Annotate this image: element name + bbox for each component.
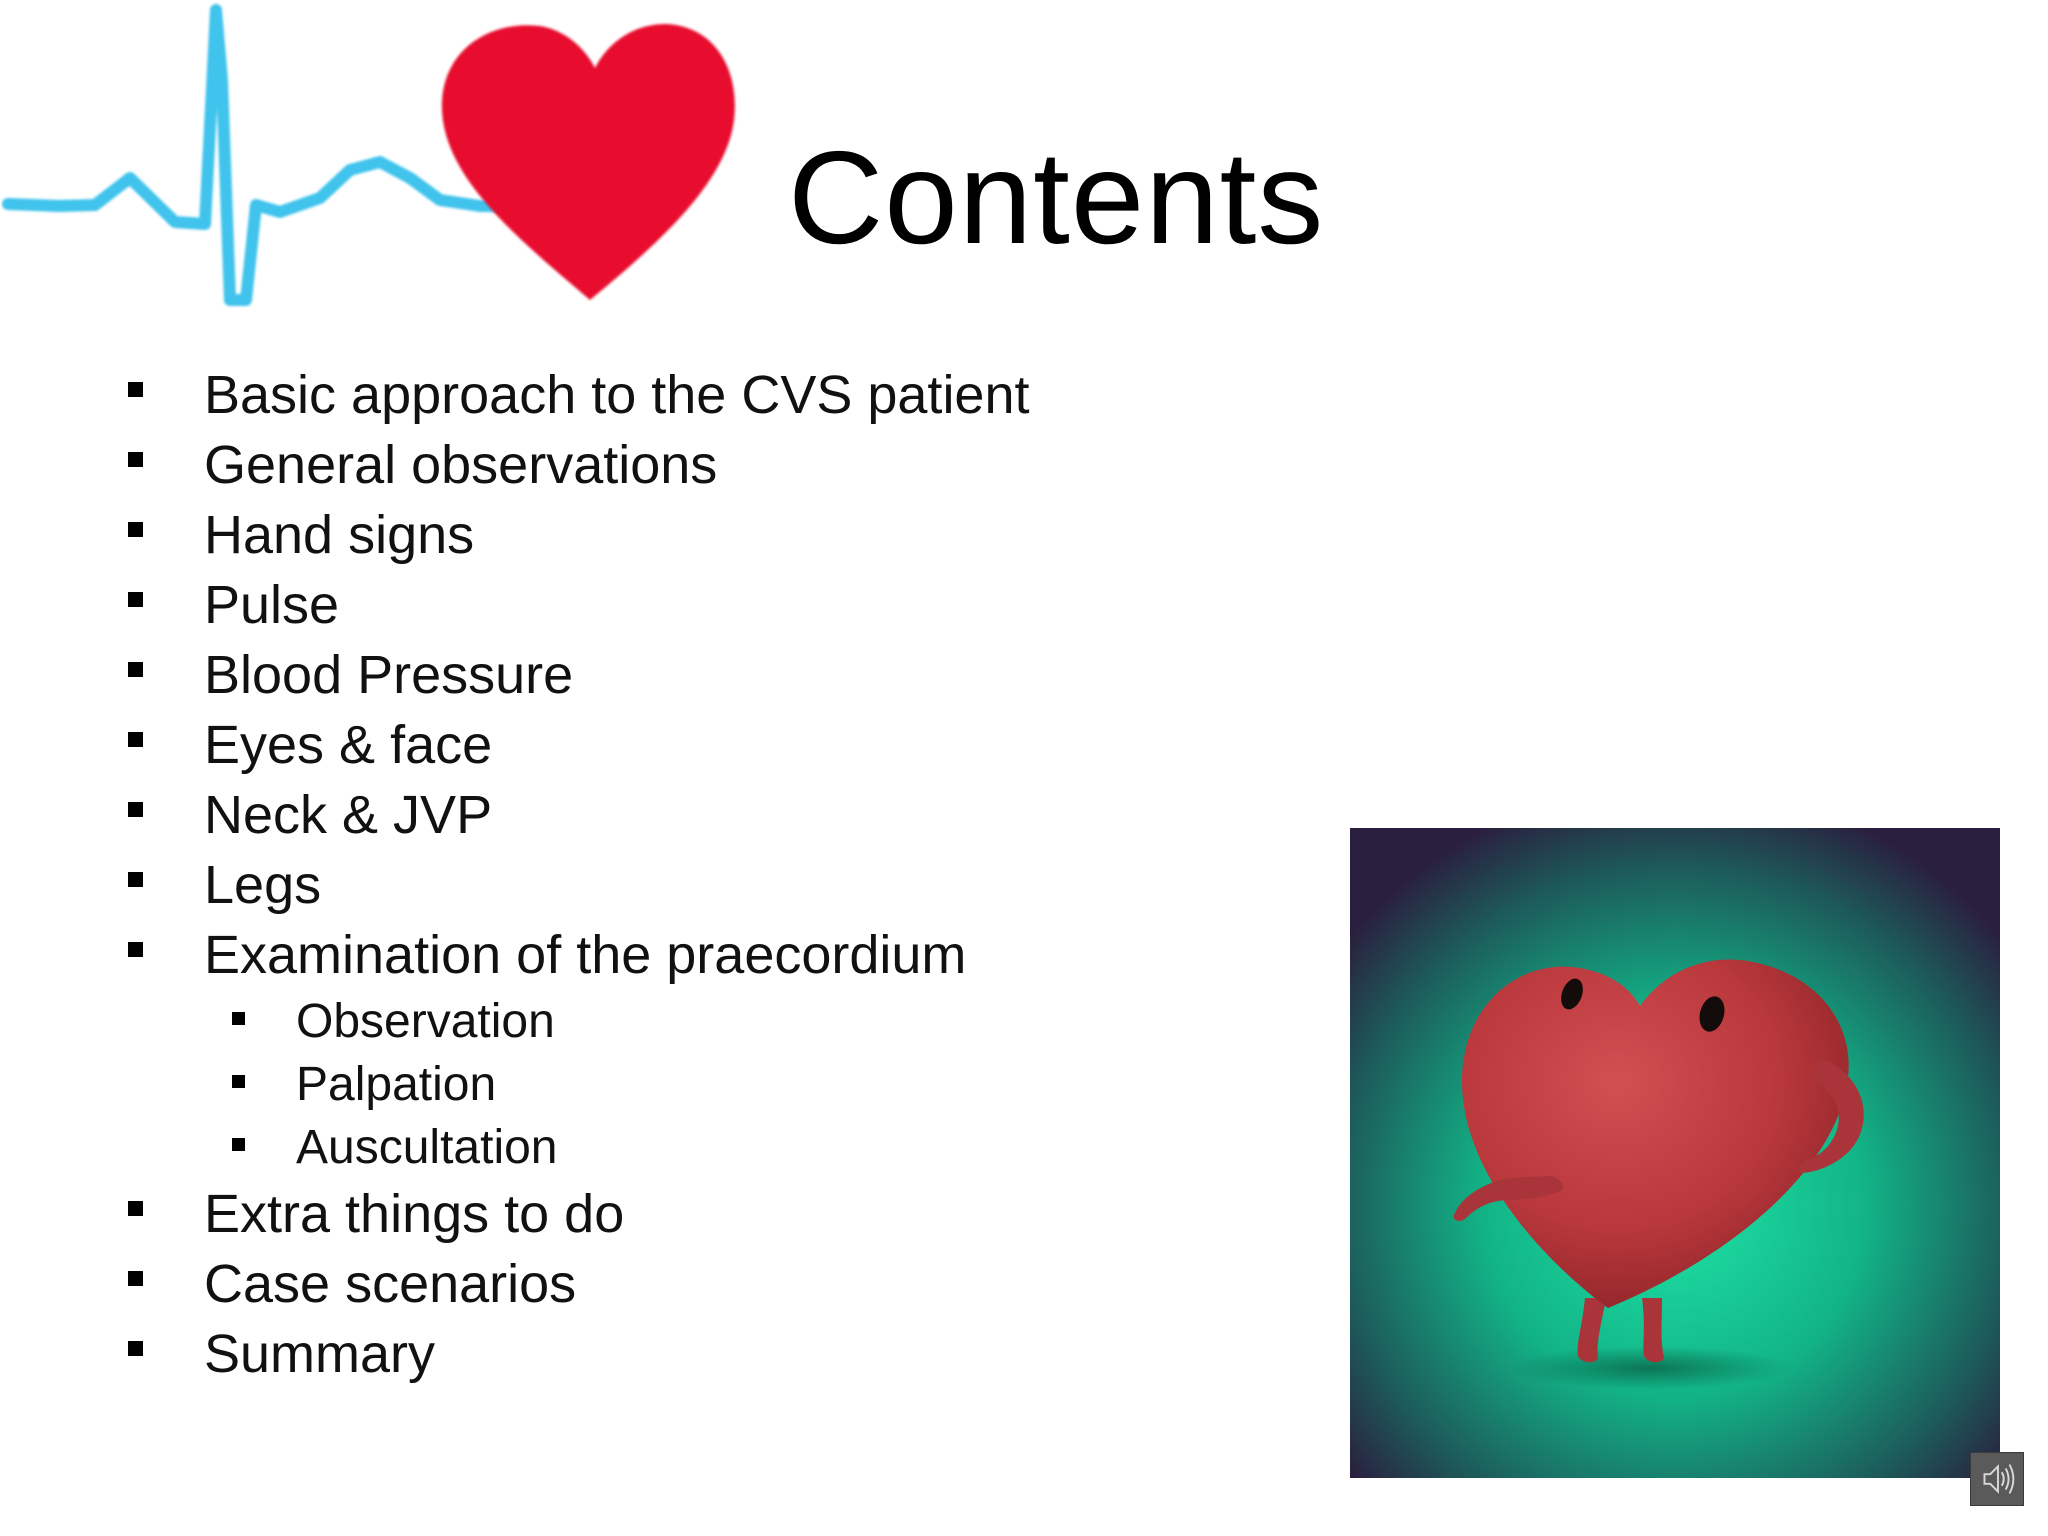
square-bullet-icon bbox=[232, 1012, 245, 1025]
list-item-label: General observations bbox=[204, 435, 718, 495]
list-item-label: Pulse bbox=[204, 575, 340, 635]
list-item: Hand signs bbox=[128, 500, 1030, 570]
square-bullet-icon bbox=[128, 522, 143, 537]
square-bullet-icon bbox=[128, 802, 143, 817]
list-item: Basic approach to the CVS patient bbox=[128, 360, 1030, 430]
square-bullet-icon bbox=[128, 942, 143, 957]
speaker-icon[interactable] bbox=[1970, 1452, 2024, 1506]
square-bullet-icon bbox=[232, 1075, 245, 1088]
list-item: Blood Pressure bbox=[128, 640, 1030, 710]
list-item-label: Neck & JVP bbox=[204, 785, 493, 845]
sub-list-item-label: Palpation bbox=[296, 1058, 497, 1111]
cartoon-heart-icon bbox=[1350, 828, 2000, 1478]
square-bullet-icon bbox=[232, 1138, 245, 1151]
list-item-label: Extra things to do bbox=[204, 1184, 625, 1244]
sub-list-item-label: Auscultation bbox=[296, 1121, 558, 1174]
square-bullet-icon bbox=[128, 1271, 143, 1286]
square-bullet-icon bbox=[128, 872, 143, 887]
list-item: Eyes & face bbox=[128, 710, 1030, 780]
contents-list: Basic approach to the CVS patient Genera… bbox=[128, 360, 1030, 1389]
list-item-label: Legs bbox=[204, 855, 322, 915]
list-item: Extra things to do bbox=[128, 1179, 1030, 1249]
sub-list: Observation Palpation Auscultation bbox=[128, 990, 1030, 1179]
list-item-label: Blood Pressure bbox=[204, 645, 574, 705]
square-bullet-icon bbox=[128, 1341, 143, 1356]
list-item-label: Case scenarios bbox=[204, 1254, 577, 1314]
cartoon-heart-image bbox=[1350, 828, 2000, 1478]
list-item-label: Basic approach to the CVS patient bbox=[204, 365, 1030, 425]
square-bullet-icon bbox=[128, 452, 143, 467]
heart-shape bbox=[441, 24, 735, 300]
square-bullet-icon bbox=[128, 592, 143, 607]
list-item: Examination of the praecordium bbox=[128, 920, 1030, 990]
list-item-label: Hand signs bbox=[204, 505, 475, 565]
ecg-line bbox=[2, 4, 596, 306]
sub-list-container: Observation Palpation Auscultation bbox=[128, 990, 1030, 1179]
sub-list-item-label: Observation bbox=[296, 995, 555, 1048]
list-item: Pulse bbox=[128, 570, 1030, 640]
list-item: General observations bbox=[128, 430, 1030, 500]
sub-list-item: Observation bbox=[128, 990, 1030, 1053]
square-bullet-icon bbox=[128, 382, 143, 397]
sub-list-item: Auscultation bbox=[128, 1116, 1030, 1179]
square-bullet-icon bbox=[128, 1201, 143, 1216]
slide-title: Contents bbox=[788, 124, 1325, 271]
sub-list-item: Palpation bbox=[128, 1053, 1030, 1116]
list-item: Neck & JVP bbox=[128, 780, 1030, 850]
list-item: Case scenarios bbox=[128, 1249, 1030, 1319]
list-item-label: Summary bbox=[204, 1324, 436, 1384]
list-item-label: Examination of the praecordium bbox=[204, 925, 967, 985]
square-bullet-icon bbox=[128, 662, 143, 677]
ecg-heart-icon bbox=[2, 4, 818, 306]
square-bullet-icon bbox=[128, 732, 143, 747]
list-item-label: Eyes & face bbox=[204, 715, 493, 775]
list-item: Summary bbox=[128, 1319, 1030, 1389]
list-item: Legs bbox=[128, 850, 1030, 920]
